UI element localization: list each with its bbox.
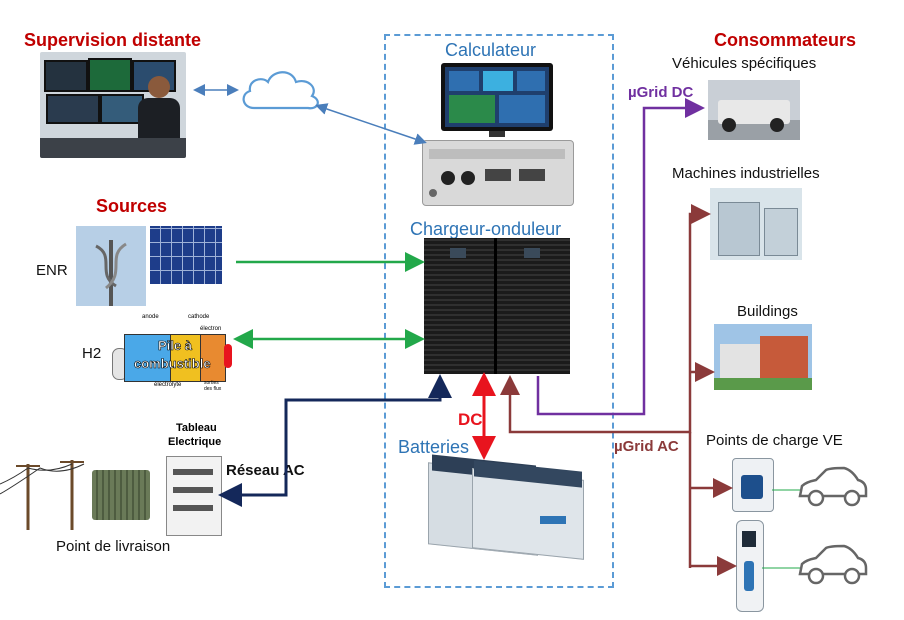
fuel-cell-outlet: sorties des flux: [204, 380, 222, 392]
monitor-icon: [441, 63, 553, 137]
fuel-cell-title-1: Pile à: [158, 338, 193, 354]
fuel-cell-title-2: combustible: [134, 356, 211, 372]
cloud-icon: [242, 71, 319, 110]
label-ev-charging: Points de charge VE: [706, 432, 843, 449]
heading-remote-supervision: Supervision distante: [24, 30, 202, 50]
link-ugrid-dc: [536, 98, 705, 416]
fuel-cell-diagram: anode cathode électron Pile à combustibl…: [124, 314, 232, 392]
label-ugrid-ac: µGrid AC: [614, 438, 679, 455]
link-ugrid-ac: [500, 204, 711, 434]
label-computer: Calculateur: [445, 40, 537, 60]
label-machines: Machines industrielles: [672, 165, 820, 182]
label-ugrid-dc: µGrid DC: [628, 84, 694, 101]
car-icon: [798, 544, 868, 585]
building-photo: [714, 324, 812, 390]
heading-consumers: Consommateurs: [714, 30, 857, 50]
controller-box: [422, 140, 574, 206]
wind-turbine-icon: [76, 226, 146, 306]
link-cloud-computer: [315, 103, 427, 145]
machine-photo: [710, 188, 802, 260]
fuel-cell-electrolyte: électrolyte: [154, 382, 182, 388]
tow-vehicle-photo: [708, 80, 800, 140]
fuel-cell-electron: électron: [200, 326, 222, 332]
operator-photo: [40, 52, 186, 158]
solar-panel-icon: [150, 226, 222, 284]
fuel-cell-anode: anode: [142, 314, 159, 320]
link-ac-network: [218, 374, 452, 507]
ev-charger-wallbox: [732, 458, 774, 512]
label-panel-line1: Tableau: [176, 422, 217, 434]
label-delivery-point: Point de livraison: [56, 538, 171, 555]
fuel-cell-cathode: cathode: [188, 314, 210, 320]
label-panel-line2: Electrique: [168, 436, 222, 448]
label-hydrogen: H2: [82, 345, 102, 362]
transformer-icon: [92, 470, 150, 520]
car-icon: [798, 466, 868, 507]
ev-charger-station: [736, 520, 764, 612]
label-renewable: ENR: [36, 262, 68, 279]
label-vehicles: Véhicules spécifiques: [672, 55, 817, 72]
electrical-panel-icon: [166, 456, 222, 536]
battery-pack: [428, 454, 584, 560]
heading-sources: Sources: [96, 196, 168, 216]
label-buildings: Buildings: [737, 303, 798, 320]
power-pole-icon: [0, 460, 85, 530]
